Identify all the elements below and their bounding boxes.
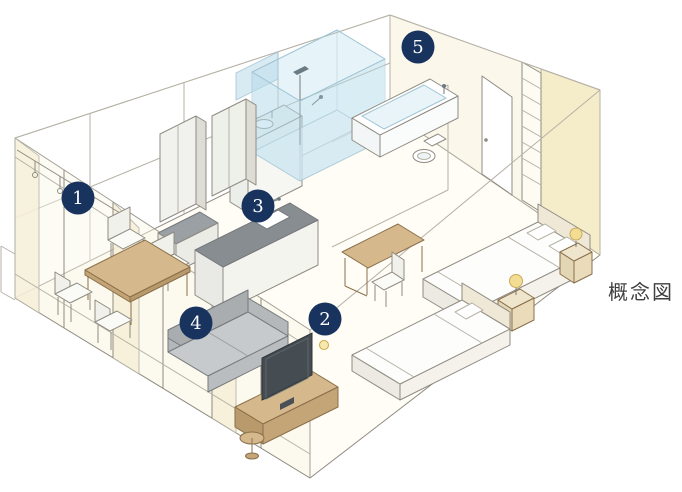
tv [261, 332, 313, 410]
desk-chair [371, 251, 405, 307]
living-area [167, 289, 339, 460]
rail-hook-icon [57, 176, 63, 194]
louver-door [521, 61, 542, 213]
dining-chair [54, 271, 93, 322]
svg-text:4: 4 [190, 313, 201, 334]
shower-stall [251, 29, 386, 182]
tall-cabinet [159, 115, 207, 223]
hanger-rail [16, 149, 121, 214]
lamp-icon [569, 227, 583, 241]
pillow [454, 302, 484, 320]
shower-head-icon [293, 66, 309, 75]
lamp-icon [509, 274, 523, 288]
toilet [412, 133, 447, 163]
svg-text:5: 5 [412, 37, 423, 58]
side-table [239, 431, 265, 460]
tall-cabinet [211, 98, 257, 197]
nightstand [559, 227, 593, 284]
bedroom [319, 203, 593, 401]
entry-door [481, 75, 513, 196]
dining-set [54, 206, 191, 350]
door-handle-icon [484, 138, 488, 142]
headboard [461, 282, 511, 330]
svg-text:1: 1 [72, 188, 83, 209]
rail-hook-icon [32, 161, 38, 178]
dining-table [84, 239, 191, 325]
bathroom [229, 29, 459, 214]
marker-5: 5 [401, 30, 435, 64]
marker-3: 3 [241, 189, 275, 223]
balcony-rail [0, 245, 16, 301]
marker-1: 1 [61, 181, 95, 215]
diagram-title: 概念図 [608, 280, 674, 304]
svg-text:2: 2 [319, 309, 330, 330]
bed-single [351, 282, 511, 401]
pillow [526, 223, 557, 241]
desk [341, 223, 425, 297]
marker-2: 2 [308, 302, 342, 336]
floor-light-icon [319, 340, 329, 350]
markers: 1 2 3 4 5 [61, 30, 435, 340]
svg-text:3: 3 [252, 196, 263, 217]
dining-chair [94, 299, 133, 350]
marker-4: 4 [179, 306, 213, 340]
kitchen-island [194, 197, 319, 313]
bathtub [351, 78, 459, 158]
